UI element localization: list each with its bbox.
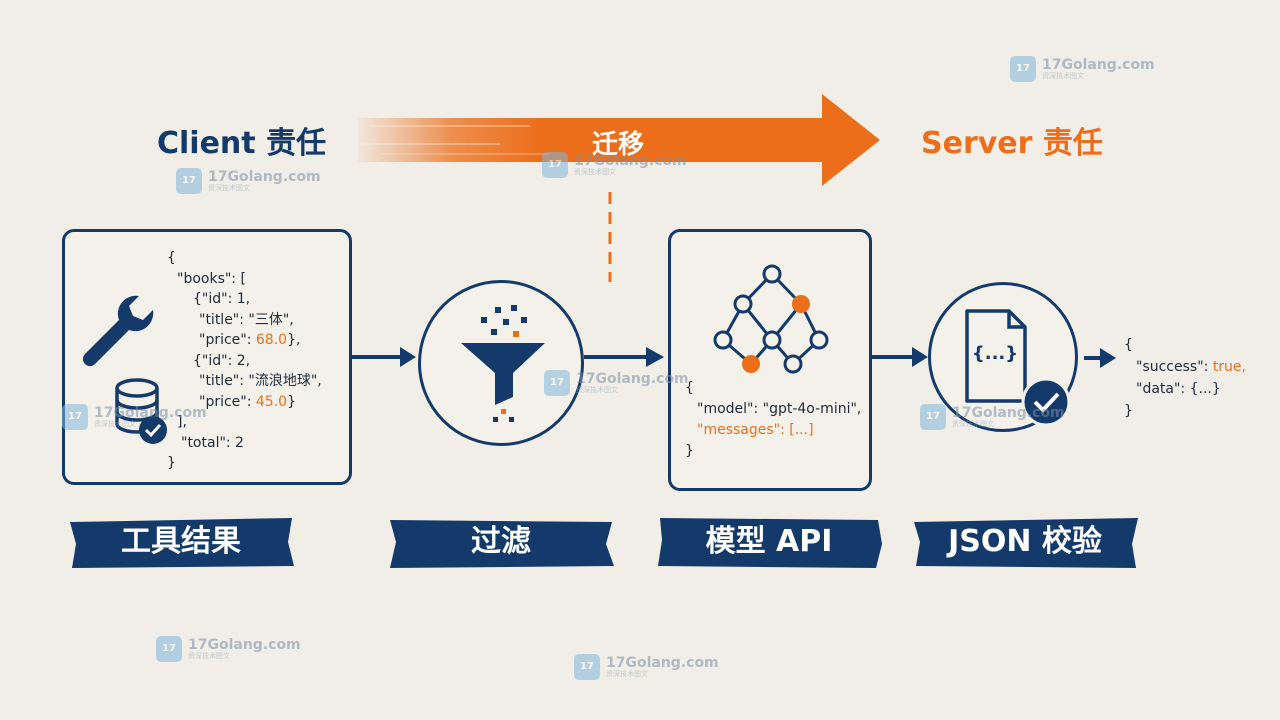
brush-banner: [390, 520, 614, 568]
json-key: "success":: [1136, 359, 1213, 375]
funnel-icon: [461, 305, 545, 422]
watermark-logo-icon: 17: [62, 404, 88, 430]
watermark-subtitle: 资深技术图文: [576, 385, 618, 394]
neural-network-icon: [713, 264, 829, 374]
filter-circle: [418, 280, 584, 446]
json-line: "price": 45.0}: [167, 392, 322, 413]
server-responsibility-heading: Server 责任: [921, 126, 1103, 161]
step-label-json-validate: JSON 校验: [910, 514, 1140, 570]
watermark-title: 17Golang.com: [208, 168, 321, 185]
flow-arrow: [1084, 348, 1116, 368]
step-label-model-api: 模型 API: [654, 514, 884, 570]
json-line: "price": 68.0},: [167, 330, 322, 351]
json-line: "title": "三体",: [199, 311, 294, 328]
watermark-subtitle: 资深技术图文: [94, 419, 136, 428]
watermark-subtitle: 资深技术图文: [188, 651, 230, 660]
json-line: "data": {...}: [1136, 381, 1221, 397]
json-punct: },: [287, 332, 301, 348]
watermark-title: 17Golang.com: [606, 654, 719, 671]
brush-banner: [914, 518, 1138, 568]
migrate-label: 迁移: [592, 130, 645, 160]
watermark-title: 17Golang.com: [188, 636, 301, 653]
step-label-tool-result: 工具结果: [66, 514, 296, 570]
json-line: {: [167, 250, 176, 266]
step-label-text: 模型 API: [705, 524, 833, 559]
price-value: 68.0: [255, 332, 288, 348]
json-document-icon: [965, 309, 1027, 403]
json-line: "messages": [...]: [697, 422, 814, 438]
migration-arrow: [358, 94, 880, 186]
watermark-title: 17Golang.com: [576, 370, 689, 387]
watermark-title: 17Golang.com: [1042, 56, 1155, 73]
json-line: {: [1124, 337, 1133, 353]
json-line: ],: [177, 414, 187, 430]
step-label-text: 工具结果: [121, 524, 241, 559]
json-line: "title": "流浪地球",: [199, 373, 322, 389]
json-line: "total": 2: [181, 434, 244, 451]
json-line: "model": "gpt-4o-mini",: [697, 401, 862, 417]
json-line: {: [685, 380, 694, 396]
watermark-title: 17Golang.com: [952, 404, 1065, 421]
watermark-logo-icon: 17: [574, 654, 600, 680]
json-key: "price":: [199, 332, 256, 348]
watermark-logo-icon: 17: [1010, 56, 1036, 82]
brush-banner: [658, 518, 882, 568]
watermark-subtitle: 资深技术图文: [208, 183, 250, 192]
json-icon-text: {...}: [971, 343, 1019, 364]
json-line: {"id": 2,: [193, 352, 251, 369]
watermark-logo-icon: 17: [156, 636, 182, 662]
wrench-icon: [82, 295, 154, 367]
step-label-text: 过滤: [471, 524, 531, 559]
watermark-logo-icon: 17: [542, 152, 568, 178]
json-key: "price":: [199, 393, 256, 410]
json-line: "success": true,: [1124, 356, 1246, 378]
json-line: {"id": 1,: [193, 291, 251, 307]
json-line: "books": [: [177, 270, 246, 287]
flow-arrow: [352, 347, 416, 367]
check-badge-icon: [1021, 377, 1071, 427]
brush-banner: [70, 518, 294, 568]
json-line: }: [685, 443, 694, 459]
tool-result-panel: {"books": [ {"id": 1, "title": "三体", "price…: [62, 229, 352, 485]
watermark-subtitle: 资深技术图文: [1042, 71, 1084, 80]
price-value: 45.0: [255, 393, 288, 410]
tool-result-json: {"books": [ {"id": 1, "title": "三体", "price…: [167, 248, 322, 474]
watermark-title: 17Golang.com: [94, 404, 207, 421]
step-label-text: JSON 校验: [948, 524, 1102, 559]
watermark-logo-icon: 17: [176, 168, 202, 194]
step-label-filter: 过滤: [386, 514, 616, 570]
json-line: }: [1124, 403, 1133, 419]
output-json: {"success": true,"data": {...}}: [1124, 334, 1246, 422]
model-api-panel: {"model": "gpt-4o-mini", "messages": [...…: [668, 229, 872, 491]
responsibility-divider: [608, 192, 612, 282]
json-line: }: [167, 455, 176, 471]
client-responsibility-heading: Client 责任: [157, 126, 327, 161]
watermark-logo-icon: 17: [920, 404, 946, 430]
model-api-json: {"model": "gpt-4o-mini", "messages": [...…: [685, 378, 861, 462]
watermark-subtitle: 资深技术图文: [952, 419, 994, 428]
watermark-title: 17Golang.com: [574, 152, 687, 169]
watermark-subtitle: 资深技术图文: [574, 167, 616, 176]
watermark-logo-icon: 17: [544, 370, 570, 396]
json-validate-circle: {...}: [928, 282, 1078, 432]
database-check-icon: [115, 378, 167, 444]
success-value: true,: [1212, 359, 1246, 375]
json-punct: }: [287, 393, 296, 410]
flow-arrow: [872, 347, 928, 367]
watermark-subtitle: 资深技术图文: [606, 669, 648, 678]
flow-arrow: [584, 347, 664, 367]
